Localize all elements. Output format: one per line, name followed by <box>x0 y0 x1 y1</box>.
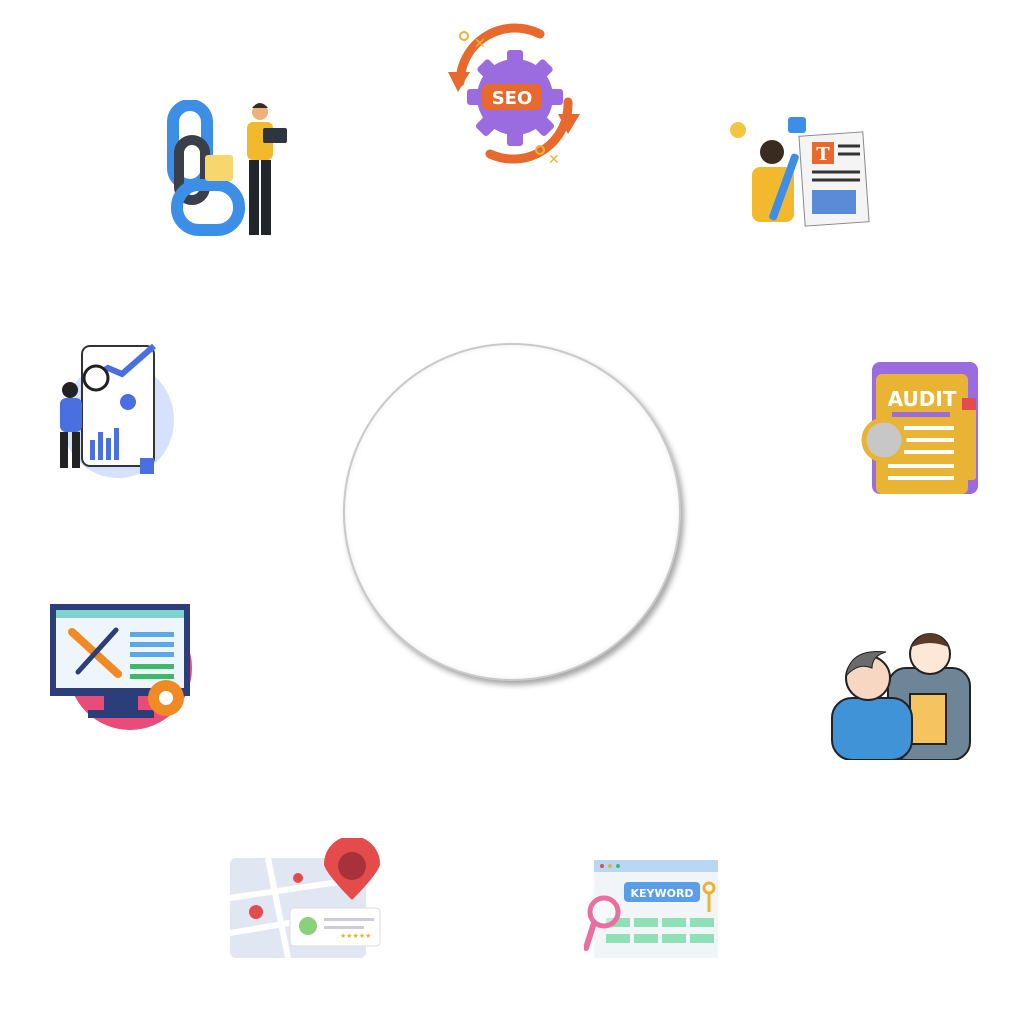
svg-text:✕: ✕ <box>548 152 560 168</box>
chain-link-icon <box>165 100 290 247</box>
consultation-people-icon <box>830 618 975 760</box>
analytics-magnifier-icon <box>38 340 174 478</box>
svg-text:★★★★★: ★★★★★ <box>340 932 371 940</box>
map-pin-icon: ★★★★★ <box>228 838 383 960</box>
seo-label: SEO <box>492 88 533 109</box>
svg-text:✕: ✕ <box>474 36 486 52</box>
seo-gear-icon: SEO ✕ ✕ <box>440 22 588 168</box>
keyword-search-icon: KEYWORD <box>584 856 722 960</box>
content-t-label: T <box>816 144 830 165</box>
audit-document-icon: AUDIT <box>858 360 986 500</box>
audit-label: AUDIT <box>888 387 957 411</box>
content-writing-icon: T <box>720 112 870 232</box>
keyword-label: KEYWORD <box>630 887 693 900</box>
center-circle <box>343 343 681 681</box>
monitor-tools-icon <box>48 596 194 734</box>
